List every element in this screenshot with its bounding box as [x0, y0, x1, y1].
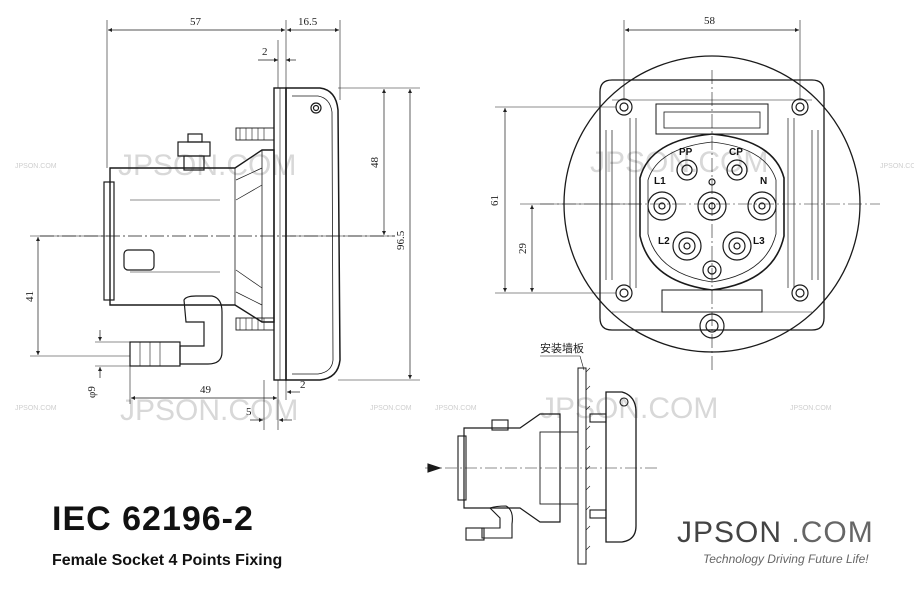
watermark-small-1: JPSON.COM: [15, 163, 57, 170]
dim-96-5: 96.5: [395, 230, 407, 250]
dim-2-bottom: 2: [300, 379, 306, 391]
pin-l2: [672, 231, 702, 261]
side-view-dimensions: 57 16.5 2 48 96.5 41 φ9 49 2 5: [24, 16, 407, 418]
pin-l1: [647, 191, 677, 221]
label-l1: L1: [654, 176, 666, 187]
watermark-mid: JPSON.COM: [120, 394, 298, 427]
watermark-assembly: JPSON.COM: [540, 392, 718, 425]
pin-n: [747, 191, 777, 221]
watermark-small-2: JPSON.COM: [880, 163, 914, 170]
label-cp: CP: [729, 147, 743, 158]
watermark-small-6: JPSON.COM: [790, 405, 832, 412]
dim-57: 57: [190, 16, 202, 28]
pin-cp: [726, 159, 748, 181]
front-view: [495, 20, 880, 370]
brand-name: JPSON: [677, 516, 783, 549]
watermark-small-4: JPSON.COM: [370, 405, 412, 412]
page-subtitle: Female Socket 4 Points Fixing: [52, 552, 283, 569]
brand-tagline: Technology Driving Future Life!: [703, 552, 869, 566]
dim-48: 48: [369, 157, 381, 169]
dim-16-5: 16.5: [298, 16, 318, 28]
label-l3: L3: [753, 236, 765, 247]
wall-panel-label: 安装墙板: [540, 341, 584, 355]
side-view: [30, 20, 420, 430]
label-n: N: [760, 176, 767, 187]
page-title: IEC 62196-2: [52, 500, 254, 538]
dim-29: 29: [517, 243, 529, 255]
pin-pe: [697, 191, 727, 221]
dim-58: 58: [704, 15, 716, 27]
dim-49: 49: [200, 384, 212, 396]
assembly-view: [425, 355, 660, 565]
dim-61: 61: [489, 195, 501, 206]
label-pp: PP: [679, 147, 693, 158]
watermark-small-3: JPSON.COM: [15, 405, 57, 412]
watermarks: JPSON.COM JPSON.COM JPSON.COM JPSON.COM …: [15, 146, 914, 427]
watermark-front: JPSON.COM: [590, 146, 768, 179]
pin-pp: [676, 159, 698, 181]
dim-phi-9: φ9: [86, 386, 98, 398]
watermark-small-5: JPSON.COM: [435, 405, 477, 412]
pin-l3: [722, 231, 752, 261]
dim-41: 41: [24, 291, 36, 302]
brand-domain: .COM: [791, 516, 874, 549]
watermark-side: JPSON.COM: [118, 149, 296, 182]
front-view-dimensions: 58 61 29: [489, 15, 716, 254]
label-l2: L2: [658, 236, 670, 247]
dim-2-top: 2: [262, 46, 268, 58]
dim-5: 5: [246, 406, 252, 418]
pin-labels: PP CP L1 N L2 L3: [654, 147, 767, 247]
brand-logo: JPSON .COM: [677, 516, 874, 550]
